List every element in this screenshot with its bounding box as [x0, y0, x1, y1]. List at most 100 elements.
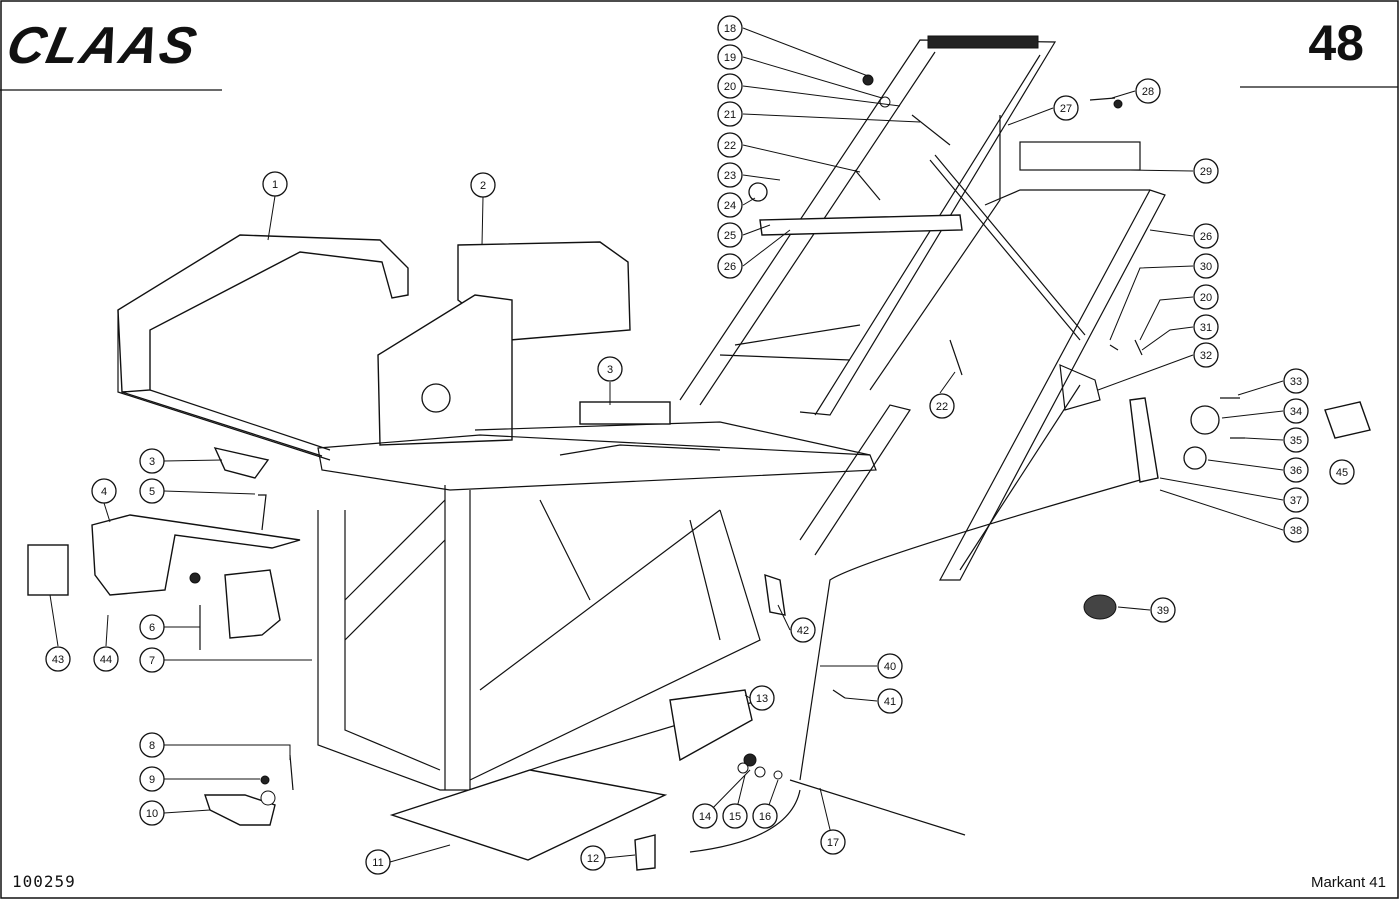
- callout-label: 31: [1200, 322, 1212, 334]
- part-main-frame: [317, 401, 877, 791]
- part-hardware: [748, 74, 1143, 376]
- callout-15: 15: [722, 803, 748, 829]
- part-bracket-42: [764, 573, 786, 616]
- callout-label: 38: [1290, 525, 1302, 537]
- callout-6: 6: [139, 614, 165, 640]
- callout-9: 9: [139, 766, 165, 792]
- callout-22: 22: [717, 132, 743, 158]
- callout-label: 3: [149, 456, 155, 468]
- callout-label: 21: [724, 109, 736, 121]
- part-plate-13: [669, 689, 753, 762]
- callout-16: 16: [752, 803, 778, 829]
- part-brackets-left: [27, 447, 301, 826]
- callout-label: 8: [149, 740, 155, 752]
- part-light-assembly: [1083, 397, 1371, 620]
- callout-label: 44: [100, 654, 112, 666]
- part-ladder-grip: [927, 35, 1039, 49]
- callout-31: 31: [1193, 314, 1219, 340]
- page-number: 48: [1308, 15, 1364, 71]
- callout-37: 37: [1283, 487, 1309, 513]
- callout-label: 24: [724, 200, 736, 212]
- callout-label: 11: [372, 857, 383, 869]
- callout-label: 25: [724, 230, 736, 242]
- callout-35: 35: [1283, 427, 1309, 453]
- callout-label: 39: [1157, 605, 1169, 617]
- callout-label: 23: [724, 170, 736, 182]
- callout-label: 15: [729, 811, 741, 823]
- callout-41: 41: [877, 688, 903, 714]
- callout-label: 30: [1200, 261, 1212, 273]
- callout-label: 22: [724, 140, 736, 152]
- callout-23: 23: [717, 162, 743, 188]
- callout-label: 3: [607, 364, 613, 376]
- callout-label: 40: [884, 661, 896, 673]
- callout-label: 18: [724, 23, 736, 35]
- callout-11: 11: [365, 849, 391, 875]
- callout-27: 27: [1053, 95, 1079, 121]
- callout-13: 13: [749, 685, 775, 711]
- callout-label: 37: [1290, 495, 1302, 507]
- callout-38: 38: [1283, 517, 1309, 543]
- part-ladder-frames: [679, 35, 1166, 581]
- part-crossbar-25: [759, 214, 963, 236]
- callout-34: 34: [1283, 398, 1309, 424]
- callout-3: 3: [139, 448, 165, 474]
- part-plate-43: [27, 544, 69, 596]
- callout-22: 22: [929, 393, 955, 419]
- callout-label: 1: [272, 179, 278, 191]
- callout-26: 26: [717, 253, 743, 279]
- callout-label: 29: [1200, 166, 1212, 178]
- callout-45: 45: [1329, 459, 1355, 485]
- callout-32: 32: [1193, 342, 1219, 368]
- part-plates-lower: [389, 479, 1141, 871]
- callout-label: 19: [724, 52, 736, 64]
- callout-12: 12: [580, 845, 606, 871]
- callout-label: 14: [699, 811, 711, 823]
- part-hinge-32: [1059, 364, 1101, 411]
- part-side-guard: [117, 234, 409, 461]
- callout-label: 42: [797, 625, 809, 637]
- callout-4: 4: [91, 478, 117, 504]
- callout-label: 20: [724, 81, 736, 93]
- callout-label: 33: [1290, 376, 1302, 388]
- part-floor-plate-11: [389, 769, 668, 861]
- callout-42: 42: [790, 617, 816, 643]
- callout-5: 5: [139, 478, 165, 504]
- model-name: Markant 41: [1310, 874, 1386, 891]
- callout-29: 29: [1193, 158, 1219, 184]
- callout-label: 32: [1200, 350, 1212, 362]
- callout-1: 1: [262, 171, 288, 197]
- callout-8: 8: [139, 732, 165, 758]
- callout-label: 34: [1290, 406, 1302, 418]
- callout-label: 22: [936, 401, 948, 413]
- callout-label: 5: [149, 486, 155, 498]
- callout-label: 35: [1290, 435, 1302, 447]
- callout-18: 18: [717, 15, 743, 41]
- callout-19: 19: [717, 44, 743, 70]
- callout-label: 27: [1060, 103, 1072, 115]
- callout-label: 45: [1336, 467, 1348, 479]
- callout-label: 16: [759, 811, 771, 823]
- callout-label: 36: [1290, 465, 1302, 477]
- callout-26: 26: [1193, 223, 1219, 249]
- callout-28: 28: [1135, 78, 1161, 104]
- callout-label: 6: [149, 622, 155, 634]
- callout-label: 12: [587, 853, 599, 865]
- callout-label: 28: [1142, 86, 1154, 98]
- callout-label: 26: [724, 261, 736, 273]
- callout-44: 44: [93, 646, 119, 672]
- callout-20: 20: [717, 73, 743, 99]
- callout-36: 36: [1283, 457, 1309, 483]
- callout-label: 17: [827, 837, 839, 849]
- part-clip-12: [634, 834, 656, 871]
- part-bracket-27: [1019, 141, 1141, 171]
- callout-2: 2: [470, 172, 496, 198]
- callout-20: 20: [1193, 284, 1219, 310]
- callout-label: 10: [146, 808, 158, 820]
- callout-7: 7: [139, 647, 165, 673]
- callout-14: 14: [692, 803, 718, 829]
- callout-label: 43: [52, 654, 64, 666]
